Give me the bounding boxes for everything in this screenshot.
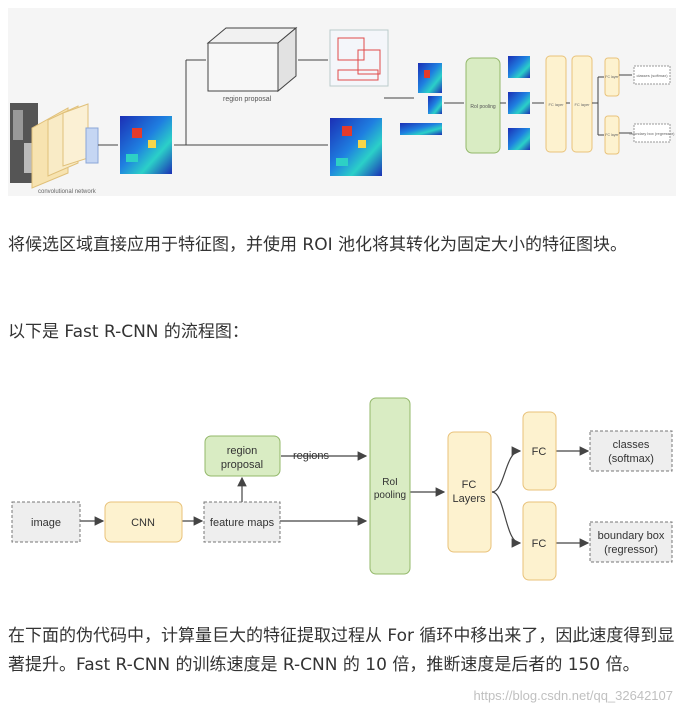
cropped-regions: [400, 63, 442, 135]
svg-text:pooling: pooling: [374, 490, 406, 501]
svg-text:(softmax): (softmax): [608, 453, 654, 465]
svg-text:FC layer: FC layer: [548, 102, 564, 107]
svg-text:image: image: [31, 517, 61, 529]
svg-text:FC layer: FC layer: [605, 133, 619, 137]
svg-text:FC: FC: [532, 446, 547, 458]
fc-layers-node: FC Layers: [447, 431, 492, 553]
cnn-node: CNN: [104, 501, 183, 543]
fc-top-node: FC: [522, 411, 557, 491]
svg-text:FC: FC: [462, 479, 477, 491]
classes-node: classes (softmax): [589, 430, 673, 472]
svg-text:Layers: Layers: [452, 493, 486, 505]
svg-text:CNN: CNN: [131, 517, 155, 529]
svg-text:classes (softmax): classes (softmax): [636, 73, 668, 78]
paragraph-roi-explanation: 将候选区域直接应用于特征图，并使用 ROI 池化将其转化为固定大小的特征图块。: [8, 235, 628, 255]
regions-label: regions: [293, 450, 330, 462]
region-outputs: [329, 29, 389, 87]
region-proposal-box: region proposal: [206, 26, 298, 103]
region-proposal-node: region proposal: [204, 435, 281, 477]
svg-text:region: region: [227, 445, 258, 457]
svg-text:FC layer: FC layer: [574, 102, 590, 107]
feature-maps-node: feature maps: [203, 501, 281, 543]
boundary-box-node: boundary box (regressor): [589, 521, 673, 563]
svg-text:FC layer: FC layer: [605, 75, 619, 79]
fc-columns: FC layer FC layer FC layer FC layer clas…: [545, 55, 676, 155]
paragraph-flowchart-intro: 以下是 Fast R-CNN 的流程图：: [8, 322, 249, 342]
svg-text:(regressor): (regressor): [604, 544, 658, 556]
pooled-outputs: [508, 56, 530, 150]
svg-text:RoI: RoI: [382, 477, 398, 488]
paragraph-speedup: 在下面的伪代码中，计算量巨大的特征提取过程从 For 循环中移出来了，因此速度得…: [8, 626, 675, 675]
svg-text:FC: FC: [532, 538, 547, 550]
conv-network-label: convolutional network: [38, 189, 97, 195]
fc-bottom-node: FC: [522, 501, 557, 581]
roi-pooling-column: RoI pooling: [465, 57, 501, 154]
svg-text:proposal: proposal: [221, 459, 263, 471]
svg-text:classes: classes: [613, 439, 650, 451]
feature-map-heatmap: [120, 116, 172, 174]
fast-rcnn-architecture-figure: convolutional network region proposal: [8, 8, 676, 196]
conv-network-blocks: convolutional network: [31, 103, 99, 195]
csdn-watermark: https://blog.csdn.net/qq_32642107: [473, 688, 674, 703]
svg-text:boundary box (regressor): boundary box (regressor): [630, 131, 676, 136]
flowchart-arrows: [80, 446, 590, 548]
roi-pooling-node: RoI pooling: [369, 397, 411, 575]
projected-feature-map: [330, 118, 382, 176]
figure1-arrows: [98, 59, 632, 146]
svg-text:RoI pooling: RoI pooling: [470, 104, 496, 110]
svg-text:feature maps: feature maps: [210, 517, 275, 529]
image-node: image: [11, 501, 81, 543]
region-proposal-label: region proposal: [223, 96, 272, 103]
svg-text:boundary box: boundary box: [598, 530, 665, 542]
fast-rcnn-flowchart: image CNN feature maps region proposal r…: [0, 388, 683, 588]
